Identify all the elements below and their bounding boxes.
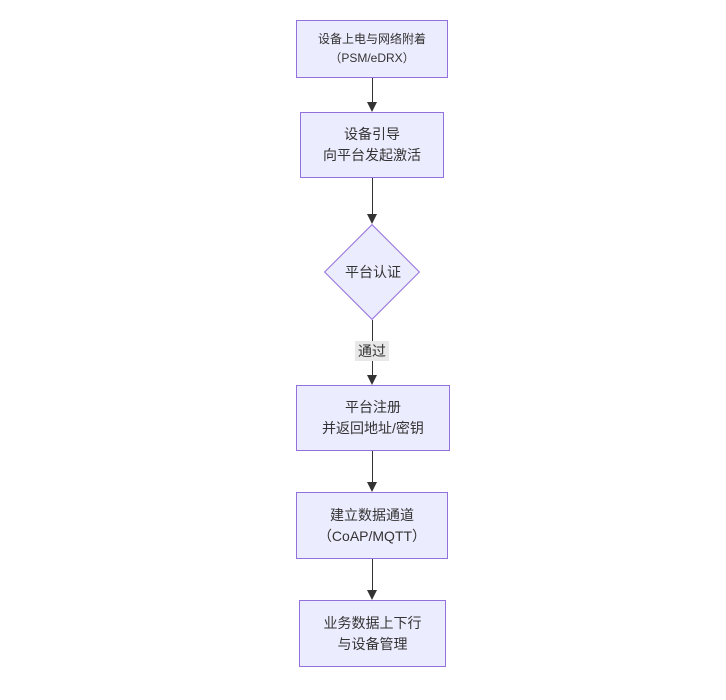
node-business: 业务数据上下行 与设备管理 — [299, 600, 446, 667]
arrow-bootstrap-to-auth-line — [372, 178, 373, 216]
arrowhead-down-icon — [367, 214, 377, 224]
node-business-line2: 与设备管理 — [337, 635, 408, 652]
node-power-attach-line2: （PSM/eDRX） — [329, 51, 415, 65]
node-power-attach-line1: 设备上电与网络附着 — [317, 32, 426, 46]
arrowhead-down-icon — [367, 482, 377, 492]
node-bootstrap-line1: 设备引导 — [344, 126, 400, 142]
arrowhead-down-icon — [367, 375, 377, 385]
node-auth-decision-label: 平台认证 — [345, 264, 401, 280]
node-register-line2: 并返回地址/密钥 — [322, 420, 424, 436]
node-channel-line1: 建立数据通道 — [330, 506, 414, 523]
node-power-attach: 设备上电与网络附着 （PSM/eDRX） — [296, 20, 448, 78]
arrow-register-to-channel-line — [372, 451, 373, 484]
node-bootstrap-line2: 向平台发起激活 — [323, 147, 421, 163]
node-bootstrap: 设备引导 向平台发起激活 — [300, 112, 444, 178]
node-register: 平台注册 并返回地址/密钥 — [296, 385, 450, 451]
node-register-line1: 平台注册 — [345, 399, 401, 415]
arrow-power-to-bootstrap-line — [372, 78, 373, 104]
node-channel-line2: （CoAP/MQTT） — [317, 527, 427, 544]
edge-label-pass: 通过 — [355, 341, 389, 361]
arrowhead-down-icon — [367, 590, 377, 600]
node-channel: 建立数据通道 （CoAP/MQTT） — [296, 492, 448, 559]
arrow-channel-to-business-line — [372, 559, 373, 592]
node-business-line1: 业务数据上下行 — [323, 614, 422, 631]
arrowhead-down-icon — [367, 102, 377, 112]
